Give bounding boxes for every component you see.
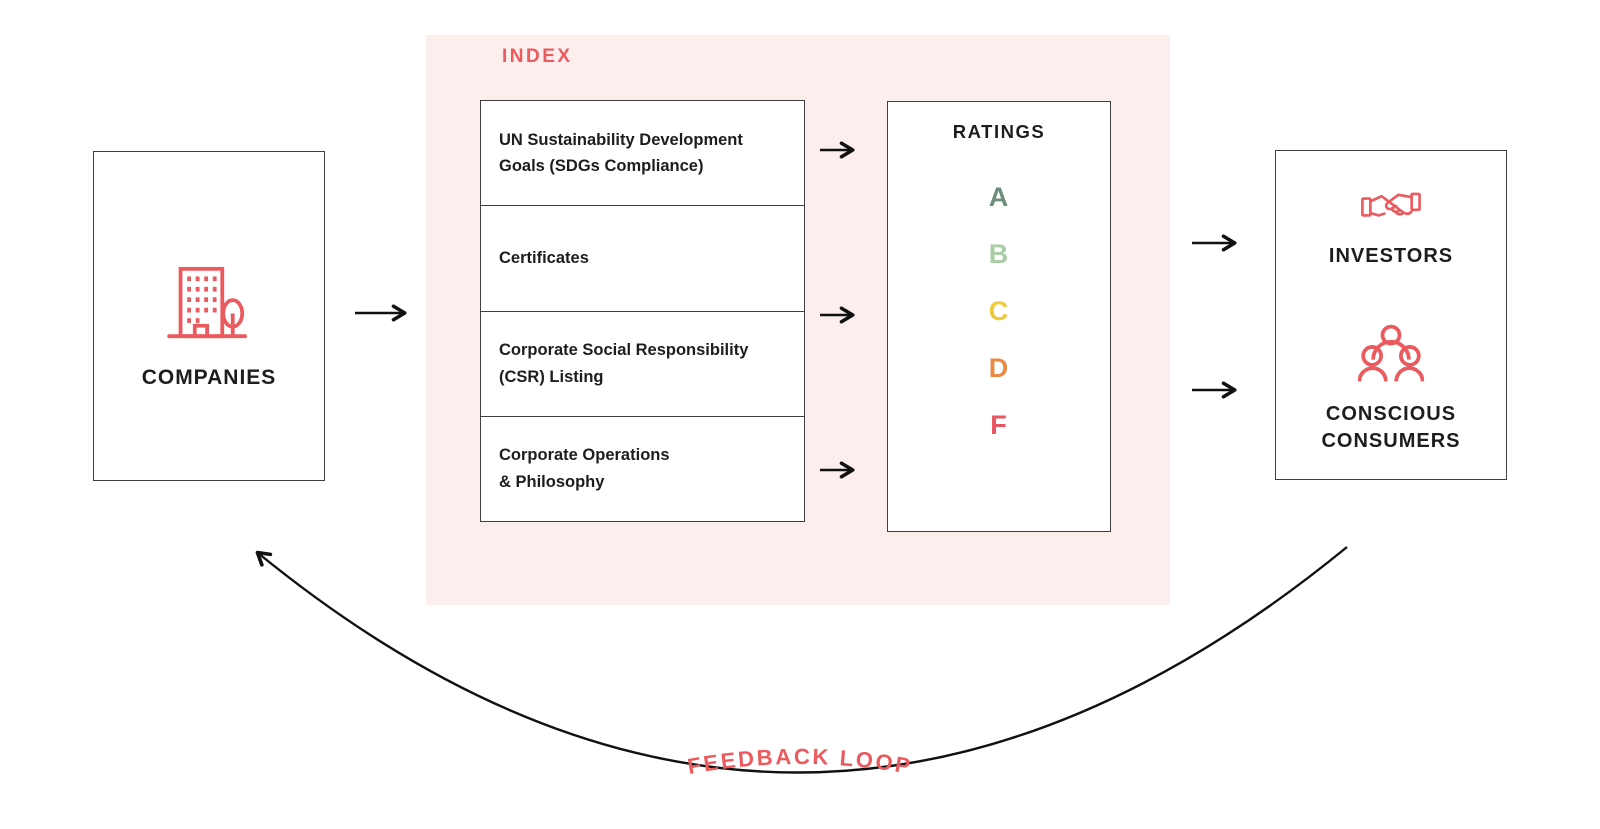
rating-grade-c: C — [988, 296, 1010, 326]
conscious-consumers-label: CONSCIOUS CONSUMERS — [1321, 403, 1461, 452]
rating-grade-d: D — [988, 353, 1010, 383]
criteria-row-sdg: UN Sustainability Development Goals (SDG… — [481, 101, 804, 207]
rating-grade-f: F — [990, 410, 1008, 440]
audience-box: INVESTORS CONSCIOUS CONSUMERS — [1275, 150, 1507, 480]
criteria-label: Corporate Operations & Philosophy — [499, 446, 670, 491]
rating-grade-b: B — [988, 239, 1010, 269]
rating-grade-list: A B C D F — [989, 182, 1010, 467]
criteria-row-csr: Corporate Social Responsibility (CSR) Li… — [481, 312, 804, 417]
criteria-label: UN Sustainability Development Goals (SDG… — [499, 130, 743, 176]
index-panel-title: INDEX — [502, 46, 573, 67]
criteria-label: Certificates — [499, 249, 589, 268]
ratings-box: RATINGS A B C D F — [887, 101, 1111, 532]
handshake-icon — [1361, 185, 1421, 229]
criteria-label: Corporate Social Responsibility (CSR) Li… — [499, 341, 749, 386]
criteria-row-certificates: Certificates — [481, 206, 804, 312]
companies-label: COMPANIES — [141, 366, 277, 389]
investors-label: INVESTORS — [1328, 245, 1454, 267]
criteria-row-operations: Corporate Operations & Philosophy — [481, 417, 804, 521]
building-icon — [167, 266, 251, 340]
companies-box: COMPANIES — [93, 151, 325, 481]
rating-grade-a: A — [988, 182, 1010, 212]
ratings-title: RATINGS — [952, 121, 1046, 142]
feedback-loop-label: FEEDBACK LOOP — [686, 744, 915, 779]
people-group-icon — [1358, 323, 1424, 385]
index-criteria-list: UN Sustainability Development Goals (SDG… — [480, 100, 805, 522]
